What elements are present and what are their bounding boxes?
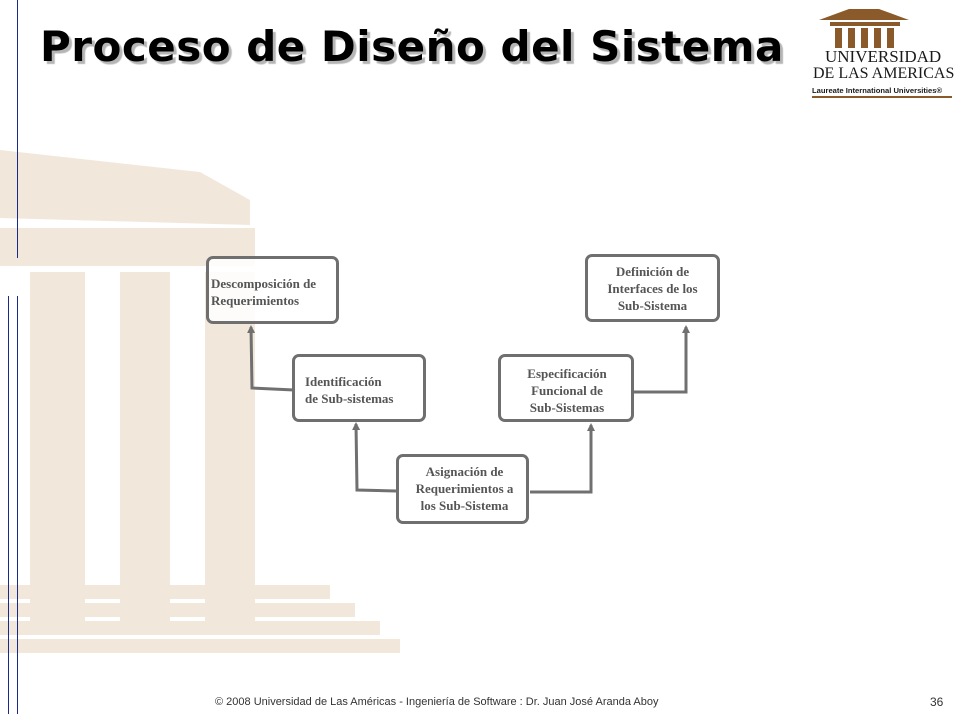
university-logo-icon [812,9,952,98]
page-number: 36 [930,695,944,709]
logo-line-1: UNIVERSIDAD [825,47,942,66]
node-definicion: Definición de Interfaces de los Sub-Sist… [585,254,720,322]
node-label: Definición de Interfaces de los Sub-Sist… [607,264,698,313]
node-identificacion: Identificación de Sub-sistemas [292,354,426,422]
logo-line-2: DE LAS AMERICAS [813,65,955,82]
logo-line-3: Laureate International Universities® [812,86,943,95]
node-especificacion: Especificación Funcional de Sub-Sistemas [498,354,634,422]
node-label: Asignación de Requerimientos a los Sub-S… [415,464,514,513]
slide-title: Proceso de Diseño del Sistema [40,22,784,71]
left-rule-inner [8,296,9,714]
node-label: Descomposición de Requerimientos [211,276,317,308]
node-label: Especificación Funcional de Sub-Sistemas [527,366,607,415]
node-descomposicion: Descomposición de Requerimientos [206,256,339,324]
left-rule-bottom [17,296,18,714]
node-asignacion: Asignación de Requerimientos a los Sub-S… [396,454,529,524]
footer-copyright: © 2008 Universidad de Las Américas - Ing… [215,696,659,708]
left-rule-top [17,0,18,258]
node-label: Identificación de Sub-sistemas [305,374,394,406]
